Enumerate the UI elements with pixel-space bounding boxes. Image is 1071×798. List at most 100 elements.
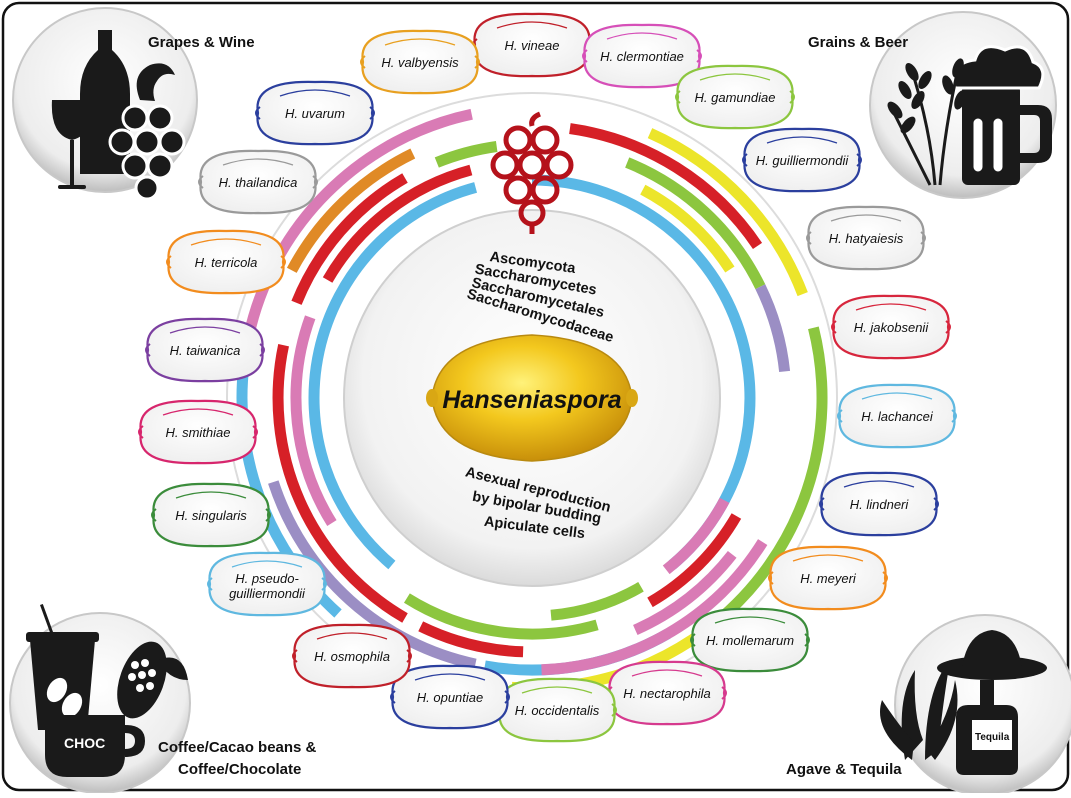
cell-apex-left <box>151 508 157 522</box>
cell-apex-right <box>369 106 375 120</box>
cell-outline <box>293 623 411 689</box>
species-name: H. singularis <box>175 508 247 523</box>
cell-apex-right <box>312 175 318 189</box>
species-bubble: H. smithiae <box>138 399 258 465</box>
ring-arc-green <box>550 582 644 621</box>
cell-apex-right <box>920 231 926 245</box>
cell-outline <box>208 551 326 617</box>
species-name: H. guilliermondii <box>756 153 850 168</box>
ring-arc-red <box>322 164 473 283</box>
ring-arc-red <box>418 621 524 658</box>
cell-apex-right <box>789 90 795 104</box>
species-bubble: H. clermontiae <box>582 23 702 89</box>
cell-apex-right <box>611 703 617 717</box>
cell-highlight <box>521 686 593 694</box>
cell-outline <box>820 471 938 537</box>
species-bubble: H. pseudo-guilliermondii <box>207 551 327 617</box>
species-bubble: H. osmophila <box>292 623 412 689</box>
cell-apex-left <box>819 497 825 511</box>
species-bubble: H. taiwanica <box>145 317 265 383</box>
cell-apex-left <box>207 577 213 591</box>
cell-highlight <box>414 673 486 681</box>
cell-highlight <box>384 38 456 46</box>
ring-arc-pink <box>633 551 737 636</box>
cell-apex-right <box>882 571 888 585</box>
cell-apex-right <box>406 649 412 663</box>
cell-apex-left <box>837 409 843 423</box>
species-name: H. uvarum <box>285 106 345 121</box>
ring-arc-green <box>403 593 599 640</box>
label-grains-beer: Grains & Beer <box>808 34 908 51</box>
cell-apex-right <box>252 425 258 439</box>
species-bubble: H. vineae <box>472 12 592 78</box>
cell-outline <box>391 664 509 730</box>
species-bubble: H. meyeri <box>768 545 888 611</box>
cell-outline <box>199 149 317 215</box>
species-name: H. pseudo- <box>235 571 299 586</box>
cell-outline <box>608 660 726 726</box>
cell-outline <box>139 399 257 465</box>
cell-highlight <box>714 616 786 624</box>
species-bubble: H. uvarum <box>255 80 375 146</box>
ring-arc-pink <box>541 539 768 676</box>
cell-highlight <box>830 214 902 222</box>
cell-outline <box>583 23 701 89</box>
species-bubble: H. mollemarum <box>690 607 810 673</box>
cell-apex-right <box>321 577 327 591</box>
ring-arc-red <box>291 173 408 305</box>
cell-highlight <box>606 32 678 40</box>
cell-outline <box>152 482 270 548</box>
ring-arc-purple <box>268 480 477 670</box>
agave-tequila-icon <box>880 630 1047 775</box>
species-name: H. smithiae <box>165 425 230 440</box>
ring-arc-blue <box>308 182 478 570</box>
cell-highlight <box>222 158 294 166</box>
species-bubble: H. occidentalis <box>497 677 617 743</box>
cell-highlight <box>175 491 247 499</box>
species-name: H. gamundiae <box>695 90 776 105</box>
species-name-line2: guilliermondii <box>229 586 306 601</box>
species-name: H. jakobsenii <box>854 320 930 335</box>
cell-apex-right <box>280 255 286 269</box>
cell-highlight <box>279 89 351 97</box>
genus-name: Hanseniaspora <box>442 386 621 414</box>
ring-arc-pink <box>242 108 473 339</box>
species-name: H. terricola <box>195 255 258 270</box>
species-name: H. vineae <box>505 38 560 53</box>
species-name: H. hatyaiesis <box>829 231 904 246</box>
cell-apex-right <box>933 497 939 511</box>
ring-arc-green <box>434 141 498 168</box>
cell-apex-left <box>360 55 366 69</box>
species-name: H. valbyensis <box>381 55 459 70</box>
species-bubble: H. jakobsenii <box>831 294 951 360</box>
cell-apex-right <box>945 320 951 334</box>
cell-apex-left <box>806 231 812 245</box>
cell-highlight <box>169 326 241 334</box>
cell-apex-right <box>804 633 810 647</box>
cell-apex-left <box>198 175 204 189</box>
cell-apex-left <box>138 425 144 439</box>
cell-apex-left <box>166 255 172 269</box>
cell-apex-left <box>582 49 588 63</box>
cell-outline <box>691 607 809 673</box>
cell-apex-left <box>292 649 298 663</box>
cell-outline <box>676 64 794 130</box>
cell-highlight <box>843 480 915 488</box>
cell-outline <box>256 80 374 146</box>
species-name: H. lindneri <box>850 497 910 512</box>
species-name: H. opuntiae <box>417 690 484 705</box>
species-bubble: H. lindneri <box>819 471 939 537</box>
cell-highlight <box>631 669 703 677</box>
species-bubble: H. valbyensis <box>360 29 480 95</box>
occurrence-rings <box>236 108 828 694</box>
cell-apex-left <box>768 571 774 585</box>
ring-arc-orange <box>286 148 416 273</box>
cell-apex-left <box>831 320 837 334</box>
cell-apex-right <box>856 153 862 167</box>
ring-arc-pink <box>662 497 730 575</box>
species-bubble: H. gamundiae <box>675 64 795 130</box>
cell-outline <box>167 229 285 295</box>
cell-outline <box>146 317 264 383</box>
species-bubble: H. terricola <box>166 229 286 295</box>
